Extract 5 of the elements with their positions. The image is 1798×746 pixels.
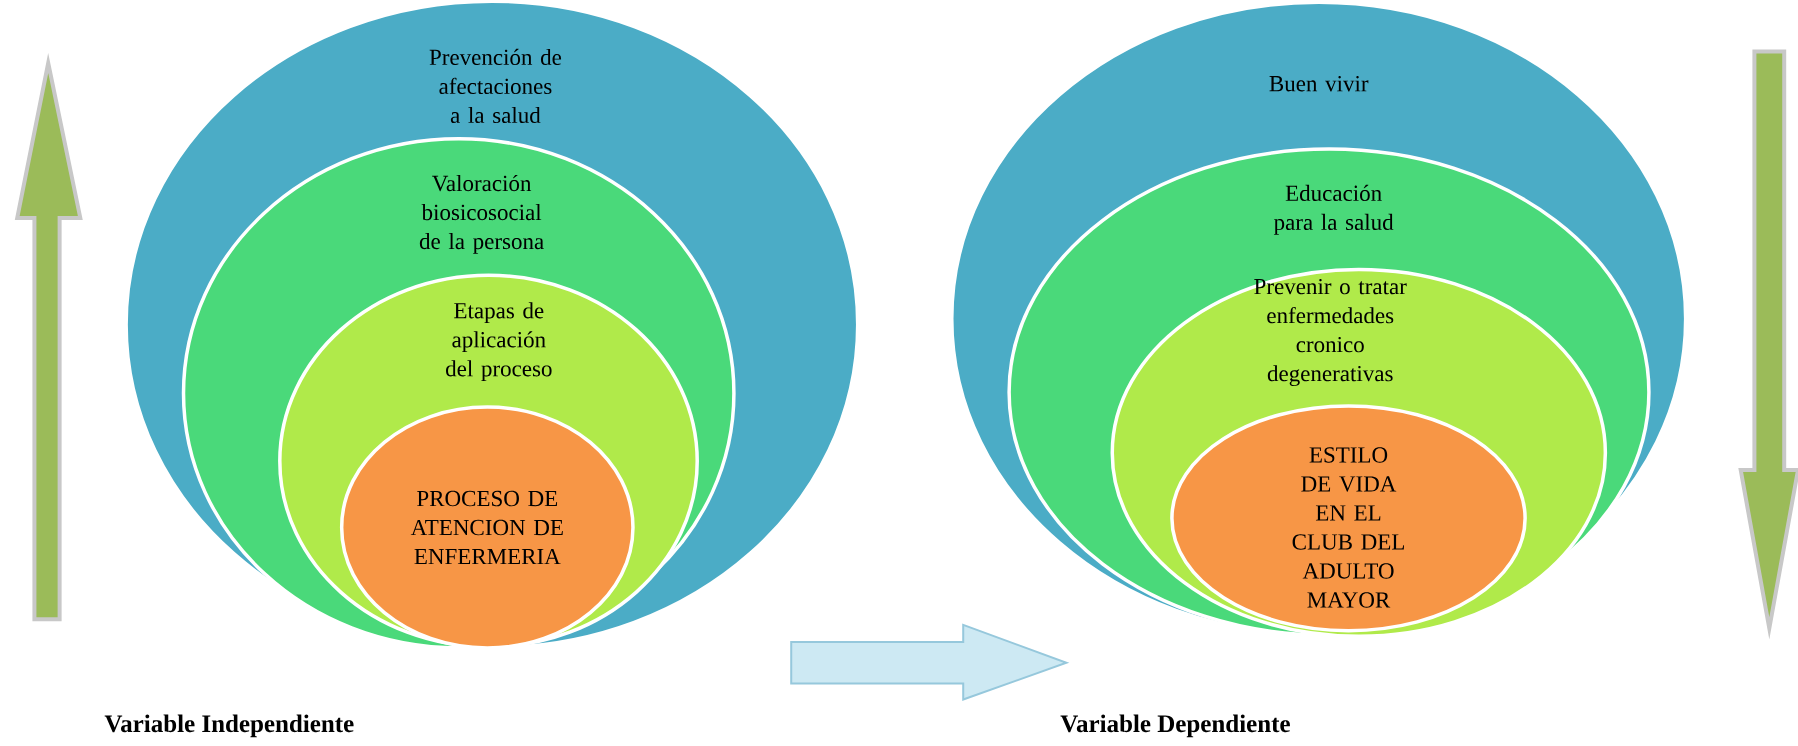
oval: ESTILO DE VIDA EN EL CLUB DEL ADULTO MAYOR: [1170, 404, 1527, 633]
oval: PROCESO DE ATENCION DE ENFERMERIA: [339, 405, 635, 650]
axis-label: Variable Dependiente: [1060, 714, 1290, 738]
axis-label: Variable Independiente: [104, 714, 354, 738]
block-arrow: [790, 623, 1070, 701]
